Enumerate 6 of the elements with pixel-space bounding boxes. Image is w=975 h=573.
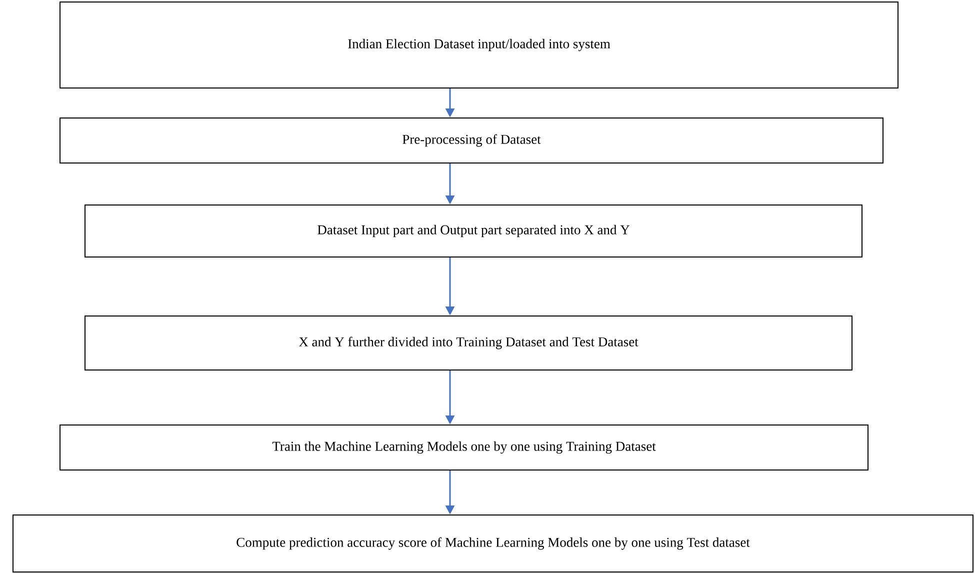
process-box: Indian Election Dataset input/loaded into system — [60, 2, 898, 88]
process-box: Train the Machine Learning Models one by one using Training Dataset — [60, 424, 868, 470]
process-box: X and Y further divided into Training Dataset and Test Dataset — [84, 316, 852, 370]
process-box: Pre-processing of Dataset — [60, 118, 884, 164]
process-box: Dataset Input part and Output part separated into X and Y — [84, 204, 862, 258]
process-box: Compute prediction accuracy score of Machine Learning Models one by one using Test dataset — [12, 514, 974, 572]
